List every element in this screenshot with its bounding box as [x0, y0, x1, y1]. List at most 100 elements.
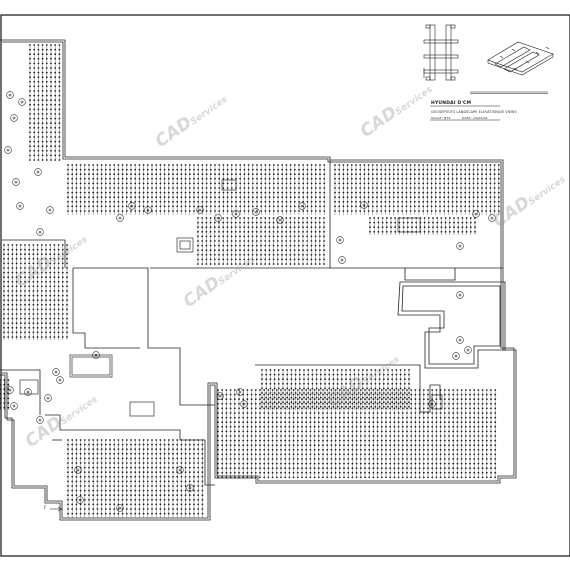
planter-dot: [163, 443, 166, 446]
planter-dot: [61, 285, 64, 288]
planter-dot: [271, 476, 274, 479]
planter-dot: [302, 230, 304, 233]
planter-dot: [343, 398, 345, 401]
planter-dot: [201, 244, 204, 247]
planter-dot: [263, 393, 266, 396]
planter-dot: [276, 235, 279, 238]
planter-dot: [427, 448, 429, 451]
planter-dot: [313, 448, 316, 451]
planter-dot: [410, 389, 413, 391]
planter-dot: [28, 313, 31, 315]
planter-dot: [443, 476, 446, 479]
planter-dot: [485, 425, 488, 428]
planter-dot: [15, 253, 18, 256]
planter-dot: [146, 443, 149, 446]
planter-dot: [343, 389, 345, 391]
planter-dot: [328, 369, 331, 371]
planter-dot: [460, 421, 463, 424]
planter-dot: [397, 191, 399, 194]
planter-dot: [426, 196, 429, 199]
planter-dot: [54, 48, 57, 51]
planter-dot: [367, 191, 370, 194]
planter-dot: [280, 412, 282, 414]
planter-dot: [45, 313, 47, 315]
planter-dot: [67, 462, 69, 464]
planter-dot: [247, 210, 250, 212]
planter-dot: [263, 448, 266, 451]
planter-dot: [167, 471, 170, 474]
planter-dot: [205, 226, 208, 229]
planter-dot: [235, 177, 237, 180]
planter-dot: [3, 397, 6, 400]
planter-dot: [117, 210, 120, 212]
planter-dot: [314, 168, 317, 171]
planter-dot: [397, 407, 400, 410]
planter-dot: [368, 389, 371, 391]
planter-dot: [461, 221, 464, 224]
planter-dot: [364, 467, 366, 470]
planter-dot: [296, 435, 299, 437]
planter-dot: [235, 173, 237, 176]
planter-dot: [33, 62, 36, 65]
planter-dot: [151, 205, 153, 208]
planter-dot: [167, 489, 170, 492]
planter-dot: [393, 435, 396, 437]
planter-dot: [197, 182, 200, 185]
planter-dot: [477, 476, 480, 479]
planter-dot: [218, 249, 220, 252]
planter-dot: [302, 263, 304, 265]
planter-dot: [121, 466, 124, 469]
planter-dot: [439, 402, 442, 405]
planter-dot: [319, 200, 321, 203]
planter-dot: [436, 217, 439, 219]
planter-dot: [310, 200, 313, 203]
planter-dot: [130, 439, 132, 441]
planter-dot: [146, 489, 149, 492]
planter-dot: [380, 421, 383, 424]
planter-dot: [315, 392, 318, 394]
planter-dot: [343, 453, 345, 456]
planter-dot: [167, 439, 170, 441]
planter-dot: [298, 164, 300, 166]
planter-dot: [125, 475, 128, 478]
planter-dot: [79, 210, 82, 212]
planter-dot: [155, 448, 158, 451]
planter-dot: [385, 476, 387, 479]
planter-dot: [298, 369, 301, 371]
planter-dot: [159, 466, 162, 469]
planter-dot: [260, 205, 263, 208]
planter-dot: [397, 471, 400, 474]
planter-dot: [214, 210, 216, 212]
planter-dot: [113, 480, 116, 483]
planter-dot: [235, 196, 237, 199]
planter-dot: [117, 448, 120, 451]
planter-dot: [260, 191, 263, 194]
planter-dot: [205, 187, 208, 189]
planter-dot: [443, 182, 446, 185]
planter-dot: [361, 373, 364, 376]
planter-dot: [439, 412, 442, 414]
planter-dot: [226, 217, 229, 219]
planter-dot: [229, 444, 232, 447]
planter-dot: [264, 200, 267, 203]
planter-dot: [172, 439, 174, 441]
planter-dot: [464, 430, 467, 433]
planter-dot: [430, 182, 433, 185]
planter-dot: [292, 448, 295, 451]
planter-dot: [355, 205, 357, 208]
planter-dot: [41, 67, 44, 69]
planter-dot: [485, 407, 488, 410]
planter-dot: [305, 430, 308, 433]
planter-dot: [485, 435, 488, 437]
planter-dot: [265, 378, 268, 381]
planter-dot: [378, 369, 381, 371]
planter-dot: [92, 443, 95, 446]
planter-dot: [451, 182, 454, 185]
planter-dot: [88, 191, 90, 194]
planter-dot: [330, 421, 333, 424]
planter-dot: [155, 475, 158, 478]
planter-dot: [422, 458, 425, 460]
planter-dot: [422, 476, 425, 479]
planter-dot: [11, 280, 14, 283]
planter-dot: [380, 200, 383, 203]
